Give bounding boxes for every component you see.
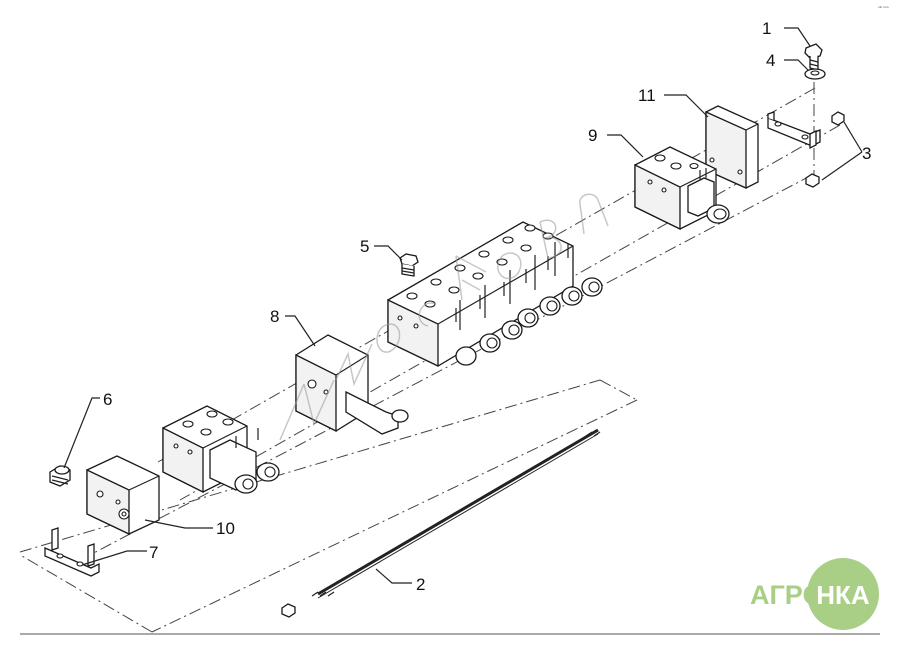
callout-10: 10 [216, 519, 235, 538]
callout-9: 9 [588, 126, 597, 145]
part-2-tie-rod [281, 428, 601, 618]
part-8-cover [295, 334, 409, 435]
callout-8: 8 [270, 307, 279, 326]
callout-1: 1 [762, 19, 771, 38]
callout-6: 6 [103, 390, 112, 409]
part-3-nuts [805, 111, 845, 188]
agronka-logo: АГРО НКА [750, 558, 879, 630]
part-9-valve-section [634, 146, 730, 231]
part-4-washer [804, 68, 826, 80]
part-11-bracket [767, 111, 821, 150]
leader-lines [63, 27, 863, 584]
part-10-inlet-block [86, 455, 160, 536]
left-valve-section [162, 405, 280, 494]
callout-3: 3 [862, 144, 871, 163]
part-1-bolt [804, 43, 823, 71]
logo-text-circle: НКА [816, 580, 870, 610]
part-7-bracket [44, 527, 100, 577]
logo-circle [807, 558, 879, 630]
corner-mark: ⁿᵉ ⁿⁿⁿ [878, 5, 889, 11]
part-5-fitting [399, 253, 419, 277]
callout-4: 4 [766, 51, 775, 70]
valve-bank [387, 221, 603, 368]
callouts: 1 2 3 4 5 6 7 8 9 10 11 [103, 19, 871, 594]
callout-2: 2 [416, 575, 425, 594]
callout-5: 5 [360, 237, 369, 256]
callout-7: 7 [149, 543, 158, 562]
diagonal-watermark [279, 193, 609, 441]
callout-11: 11 [638, 86, 656, 105]
part-6-plug [49, 465, 71, 487]
